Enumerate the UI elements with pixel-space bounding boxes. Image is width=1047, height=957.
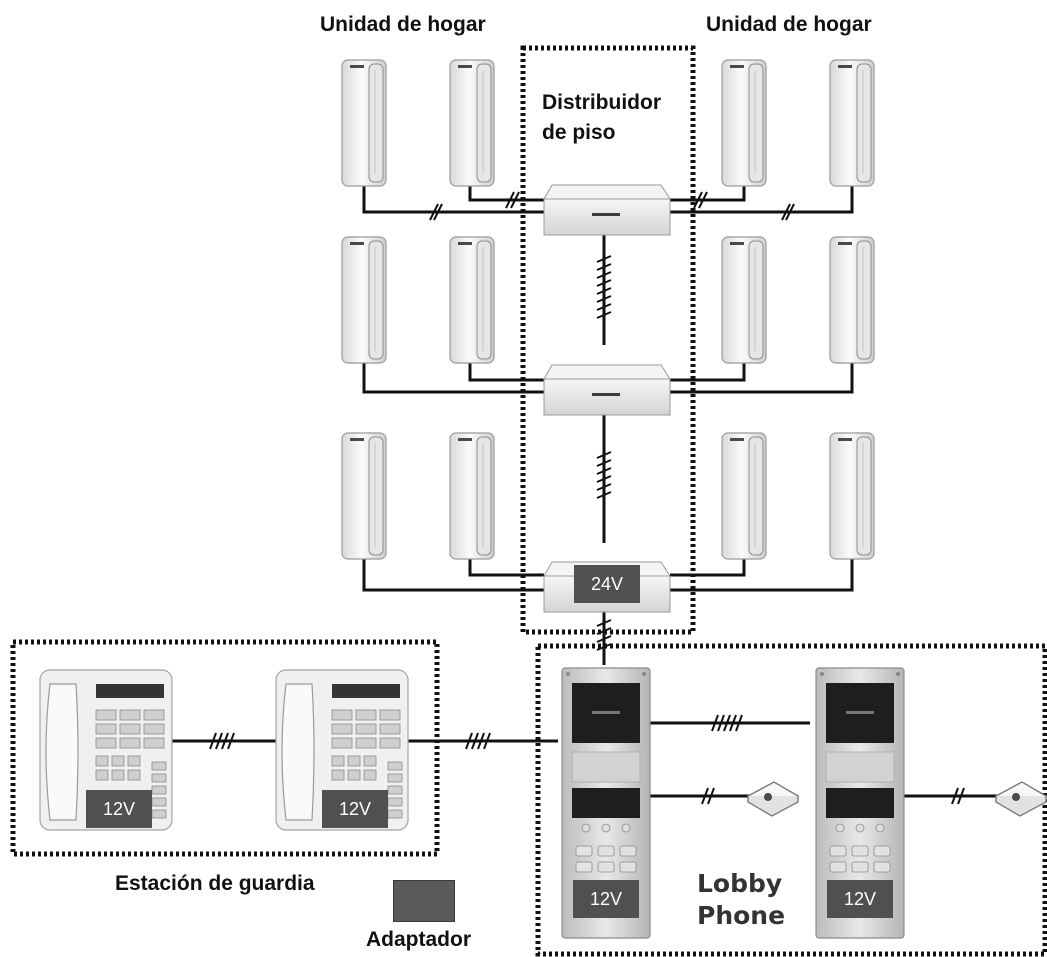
floor-distributor-2 <box>543 364 671 416</box>
power-badge-guard-1: 12V <box>86 790 152 828</box>
adapter-icon <box>393 880 455 922</box>
lobby-phone-label-line2: Phone <box>697 901 786 930</box>
power-badge-guard-2: 12V <box>322 790 388 828</box>
home-unit-r1-c2 <box>449 59 495 187</box>
card-reader-2 <box>995 781 1047 817</box>
guard-station-label: Estación de guardia <box>115 872 315 895</box>
guard-station-region <box>10 639 440 857</box>
cable-hatch-marks <box>209 191 965 805</box>
home-unit-r2-c4 <box>829 236 875 364</box>
card-reader-1 <box>747 781 799 817</box>
home-unit-label-right: Unidad de hogar <box>706 13 872 36</box>
floor-distributor-region <box>520 45 696 635</box>
home-unit-r2-c3 <box>721 236 767 364</box>
floor-distributor-label-line1: Distribuidor <box>542 91 661 114</box>
home-unit-r3-c2 <box>449 432 495 560</box>
floor-distributor-1 <box>543 184 671 236</box>
wiring-floor-2 <box>362 362 854 394</box>
floor-distributor-label-line2: de piso <box>542 121 616 144</box>
power-badge-24v: 24V <box>574 565 640 603</box>
wiring-floor-3 <box>362 558 854 592</box>
home-unit-r1-c4 <box>829 59 875 187</box>
power-badge-lobby-2: 12V <box>827 880 893 918</box>
wiring-floor-1 <box>362 185 854 214</box>
home-unit-r2-c1 <box>341 236 387 364</box>
home-unit-r3-c4 <box>829 432 875 560</box>
power-badge-lobby-1: 12V <box>573 880 639 918</box>
home-unit-r3-c1 <box>341 432 387 560</box>
home-unit-r1-c1 <box>341 59 387 187</box>
home-unit-r1-c3 <box>721 59 767 187</box>
home-unit-r2-c2 <box>449 236 495 364</box>
adapter-label: Adaptador <box>366 928 471 951</box>
lobby-phone-label-line1: Lobby <box>697 869 783 898</box>
home-unit-label-left: Unidad de hogar <box>320 13 486 36</box>
home-unit-r3-c3 <box>721 432 767 560</box>
